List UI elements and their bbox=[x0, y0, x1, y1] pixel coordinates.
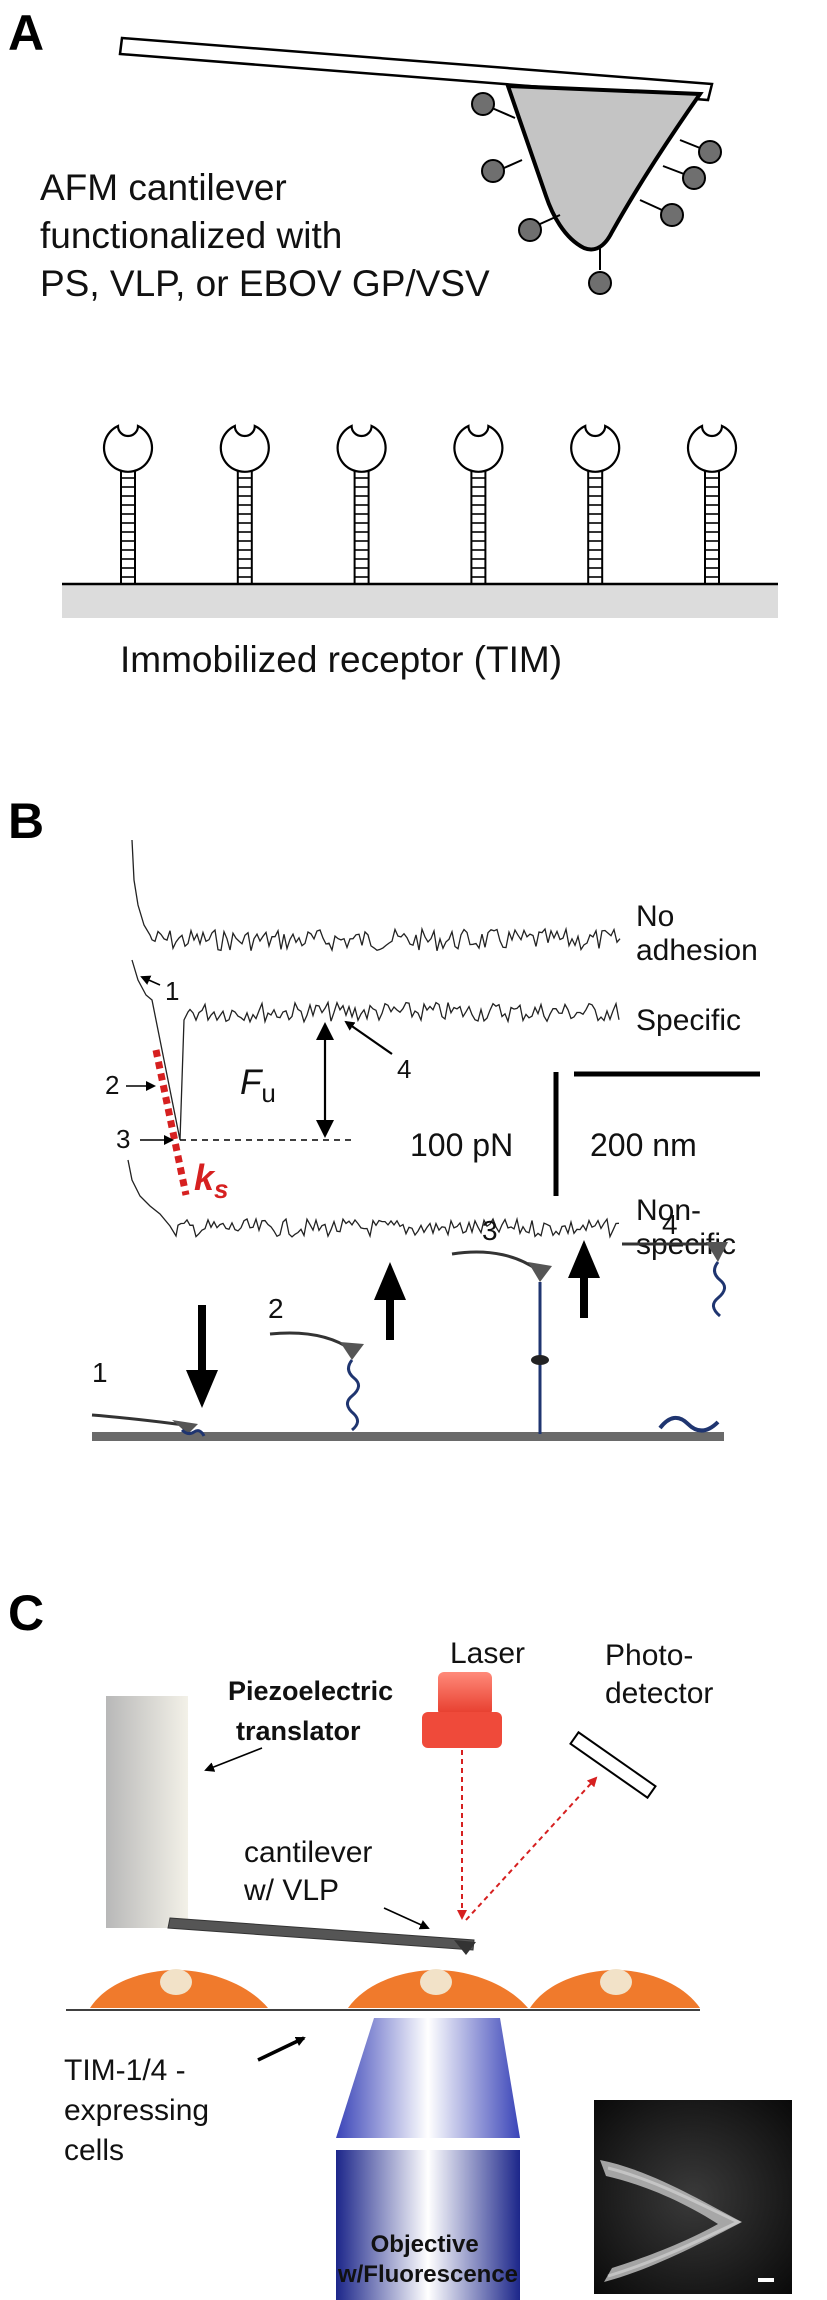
afm-tip bbox=[505, 83, 704, 252]
step-1-label: 1 bbox=[92, 1357, 108, 1388]
stiffness-line bbox=[152, 1049, 190, 1196]
image-scale-bar bbox=[758, 2278, 774, 2282]
label-specific: Specific bbox=[636, 1004, 741, 1037]
objective-label: Objective w/Fluorescence bbox=[337, 2231, 518, 2288]
marker-4: 4 bbox=[397, 1054, 411, 1084]
distance-scale-label: 200 nm bbox=[590, 1127, 697, 1163]
ligand bbox=[471, 92, 495, 116]
ligand bbox=[518, 218, 542, 242]
receptor bbox=[570, 424, 621, 584]
marker-1: 1 bbox=[165, 976, 179, 1006]
step-3-label: 3 bbox=[482, 1215, 498, 1246]
step-surface bbox=[92, 1432, 724, 1441]
panel-a-letter: A bbox=[8, 5, 44, 61]
receptors bbox=[102, 424, 738, 584]
ligand bbox=[660, 203, 684, 227]
receptor bbox=[219, 424, 270, 584]
ks-label: ks bbox=[194, 1157, 229, 1204]
ligand bbox=[698, 140, 722, 164]
tip-ligands bbox=[471, 92, 722, 295]
marker-2: 2 bbox=[105, 1070, 119, 1100]
step-4-label: 4 bbox=[662, 1209, 678, 1240]
cantilever-label: cantilever w/ VLP bbox=[243, 1836, 381, 1907]
marker-3: 3 bbox=[116, 1124, 130, 1154]
objective: Objective w/Fluorescence bbox=[336, 2018, 520, 2300]
step-2-label: 2 bbox=[268, 1293, 284, 1324]
receptor-surface bbox=[62, 584, 778, 618]
trace-no-adhesion bbox=[131, 839, 621, 953]
fu-label: Fu bbox=[240, 1063, 276, 1108]
piezo-label: Piezoelectric translator bbox=[228, 1676, 401, 1746]
fu-arrow bbox=[316, 1022, 334, 1138]
cantilever-description: AFM cantilever functionalized with PS, V… bbox=[40, 167, 490, 304]
receptor bbox=[453, 424, 504, 584]
force-scale-label: 100 pN bbox=[410, 1127, 513, 1163]
afm-tip-body bbox=[505, 83, 704, 252]
laser-source bbox=[422, 1672, 502, 1748]
piezo-translator bbox=[106, 1696, 188, 1928]
cells-label: TIM-1/4 - expressing cells bbox=[64, 2054, 217, 2167]
laser-label: Laser bbox=[450, 1637, 525, 1670]
receptor bbox=[102, 424, 154, 584]
label-no-adhesion: No adhesion bbox=[636, 900, 758, 967]
trace-specific bbox=[131, 959, 620, 1141]
panel-b-letter: B bbox=[8, 793, 44, 849]
ligand bbox=[588, 271, 612, 295]
receptor bbox=[686, 424, 738, 584]
receptor bbox=[336, 424, 387, 584]
cantilever-beam bbox=[118, 36, 714, 102]
unbinding-steps: 1 2 3 4 bbox=[91, 1209, 728, 1441]
panel-c-letter: C bbox=[8, 1585, 44, 1641]
cantilever-bar bbox=[167, 1917, 475, 1951]
cells bbox=[90, 1969, 700, 2008]
trace-nonspecific bbox=[127, 1159, 620, 1239]
photodetector-label: Photo- detector bbox=[605, 1639, 713, 1710]
panel-a: A AFM cantilever functionalized with PS,… bbox=[8, 5, 778, 680]
surface-label: Immobilized receptor (TIM) bbox=[120, 639, 562, 680]
fluorescence-image bbox=[594, 2100, 792, 2294]
photodetector bbox=[569, 1730, 657, 1800]
ligand bbox=[481, 159, 505, 183]
laser-beam-reflected bbox=[465, 1776, 598, 1921]
panel-c: C Piezoelectric translator Laser Photo- … bbox=[8, 1585, 792, 2300]
panel-b: B Fu ks 1 2 3 4 No adhesion Spec bbox=[8, 793, 760, 1441]
ligand bbox=[682, 166, 706, 190]
